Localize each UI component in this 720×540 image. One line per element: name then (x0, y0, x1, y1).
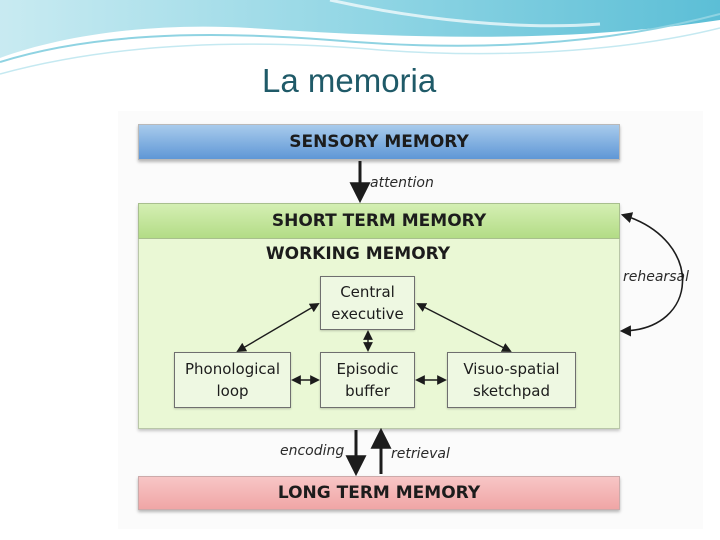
rehearsal-label: rehearsal (623, 269, 689, 285)
attention-label: attention (370, 175, 434, 191)
central-executive-label: Central executive (331, 283, 404, 323)
slide-title: La memoria (262, 62, 437, 99)
retrieval-label: retrieval (391, 446, 450, 462)
visuo-spatial-sketchpad-label: Visuo-spatial sketchpad (463, 360, 560, 400)
visuo-spatial-sketchpad-box: Visuo-spatial sketchpad (447, 352, 576, 408)
long-term-memory-box: LONG TERM MEMORY (138, 476, 620, 510)
working-memory-label: WORKING MEMORY (265, 244, 451, 264)
episodic-buffer-box: Episodic buffer (320, 352, 415, 408)
encoding-label: encoding (280, 443, 345, 459)
header-swoosh-decoration (0, 0, 720, 75)
phonological-loop-box: Phonological loop (174, 352, 291, 408)
central-executive-box: Central executive (320, 276, 415, 330)
episodic-buffer-label: Episodic buffer (336, 360, 399, 400)
sensory-memory-box: SENSORY MEMORY (138, 124, 620, 160)
short-term-memory-header: SHORT TERM MEMORY (138, 203, 620, 239)
phonological-loop-label: Phonological loop (184, 360, 281, 400)
